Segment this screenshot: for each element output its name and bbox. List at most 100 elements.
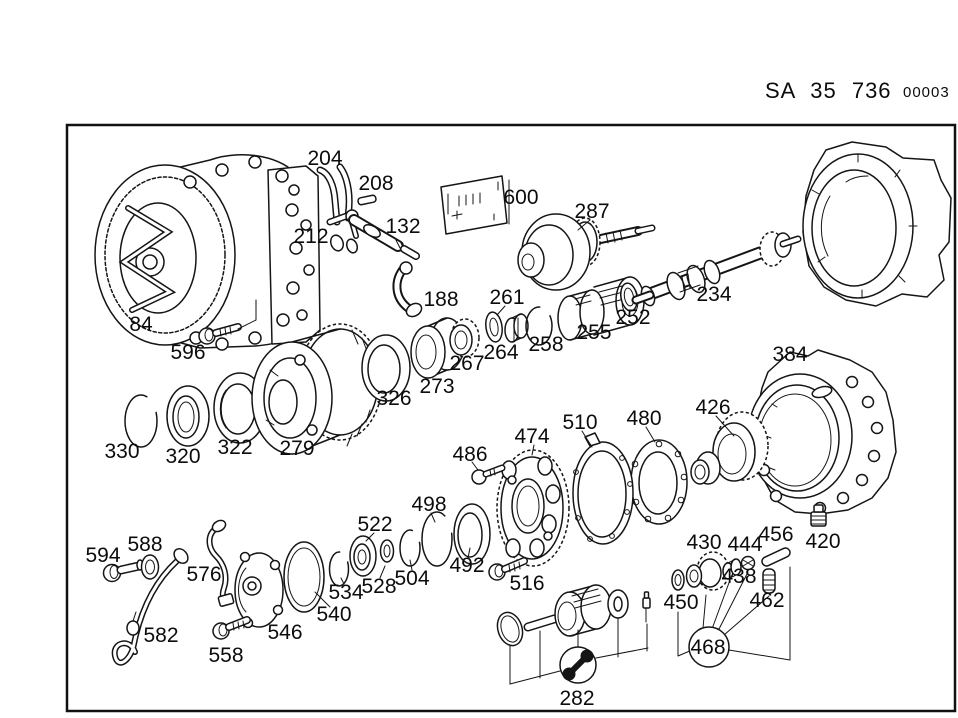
callout-282[interactable]: 282 (559, 687, 595, 710)
callout-320[interactable]: 320 (165, 445, 201, 468)
callout-252[interactable]: 252 (615, 306, 651, 329)
callout-255[interactable]: 255 (576, 321, 612, 344)
part-486-bolt (471, 461, 506, 485)
part-287-drive-gear (517, 213, 656, 291)
callout-426[interactable]: 426 (695, 396, 731, 419)
part-456-pin (761, 547, 791, 567)
part-132-shaft (348, 214, 420, 260)
callout-558[interactable]: 558 (208, 644, 244, 667)
part-420-plug (810, 504, 827, 527)
callout-384[interactable]: 384 (772, 343, 808, 366)
callout-188[interactable]: 188 (423, 288, 459, 311)
part-264-needle-bearing (504, 313, 529, 343)
part-330-snap-ring (124, 394, 158, 448)
callout-267[interactable]: 267 (449, 352, 485, 375)
part-600-data-plate (440, 175, 510, 235)
callout-480[interactable]: 480 (626, 407, 662, 430)
callout-528[interactable]: 528 (361, 575, 397, 598)
callout-326[interactable]: 326 (376, 387, 412, 410)
callout-204[interactable]: 204 (307, 147, 343, 170)
part-188-lever (392, 261, 423, 318)
part-540-gasket (283, 541, 331, 613)
callout-330[interactable]: 330 (104, 440, 140, 463)
part-558-bolt (212, 616, 251, 640)
catalog-code: SA 35 736 (765, 78, 892, 103)
callout-468[interactable]: 468 (690, 636, 726, 659)
part-208-pin (357, 194, 377, 206)
callout-582[interactable]: 582 (143, 624, 179, 647)
callout-234[interactable]: 234 (696, 283, 732, 306)
page-code: 00003 (903, 84, 950, 101)
part-320-seal-ring (166, 385, 210, 447)
part-522-bearing (349, 532, 377, 577)
part-528-ring (379, 539, 395, 579)
part-516-bolt (488, 557, 528, 581)
callout-450[interactable]: 450 (663, 591, 699, 614)
callout-600[interactable]: 600 (503, 186, 539, 209)
part-84-transmission-housing (94, 154, 321, 351)
part-212-detent-pieces (329, 234, 359, 254)
callout-498[interactable]: 498 (411, 493, 447, 516)
part-426-planet-carrier (690, 411, 769, 485)
part-480-shim-ring (630, 426, 688, 525)
part-438-nut (740, 555, 756, 571)
part-504-snap-ring (399, 529, 421, 571)
callout-208[interactable]: 208 (358, 172, 394, 195)
callout-474[interactable]: 474 (514, 425, 550, 448)
part-582-hose (111, 548, 189, 666)
callout-273[interactable]: 273 (419, 375, 455, 398)
kit-circle[interactable] (688, 626, 730, 668)
part-510-gasket (572, 430, 634, 545)
callout-132[interactable]: 132 (385, 215, 421, 238)
part-279-planet-drum (251, 323, 383, 455)
part-450-washer (671, 569, 685, 591)
callout-504[interactable]: 504 (394, 567, 430, 590)
callout-430[interactable]: 430 (686, 531, 722, 554)
part-534-snap-ring (328, 551, 350, 587)
callout-279[interactable]: 279 (279, 437, 315, 460)
callout-322[interactable]: 322 (217, 436, 253, 459)
callout-594[interactable]: 594 (85, 544, 121, 567)
part-326-ring (361, 334, 411, 402)
part-596-bolt (198, 299, 257, 345)
part-474-oil-pump (496, 444, 570, 567)
callout-444[interactable]: 444 (727, 533, 763, 556)
callout-258[interactable]: 258 (528, 333, 564, 356)
part-462-spring (762, 568, 776, 594)
callout-534[interactable]: 534 (328, 581, 364, 604)
callout-588[interactable]: 588 (127, 533, 163, 556)
callout-492[interactable]: 492 (449, 554, 485, 577)
title-block: SA 35 736 00003 (0, 0, 958, 120)
part-594-plug (102, 559, 144, 583)
callout-287[interactable]: 287 (574, 200, 610, 223)
part-588-seal-ring (140, 554, 160, 580)
kit-468-callout[interactable] (677, 566, 791, 668)
callout-510[interactable]: 510 (562, 411, 598, 434)
callout-540[interactable]: 540 (316, 603, 352, 626)
callout-438[interactable]: 438 (721, 565, 757, 588)
part-498-snap-ring (421, 511, 453, 567)
part-492-seal-ring (453, 503, 491, 565)
part-204-shift-fork (316, 163, 359, 239)
callout-596[interactable]: 596 (170, 341, 206, 364)
callout-576[interactable]: 576 (186, 563, 222, 586)
callout-420[interactable]: 420 (805, 530, 841, 553)
part-444-roller (722, 558, 742, 580)
part-546-end-cover (234, 551, 284, 629)
callout-84[interactable]: 84 (129, 313, 153, 336)
callout-456[interactable]: 456 (758, 523, 794, 546)
part-258-snap-ring (525, 306, 553, 346)
callout-522[interactable]: 522 (357, 513, 393, 536)
callout-462[interactable]: 462 (749, 589, 785, 612)
callout-212[interactable]: 212 (293, 225, 329, 248)
callout-546[interactable]: 546 (267, 621, 303, 644)
callout-486[interactable]: 486 (452, 443, 488, 466)
part-234-output-shaft (631, 231, 802, 307)
callout-261[interactable]: 261 (489, 286, 525, 309)
part-576-oil-pipe (206, 519, 235, 607)
callout-264[interactable]: 264 (483, 341, 519, 364)
callout-516[interactable]: 516 (509, 572, 545, 595)
